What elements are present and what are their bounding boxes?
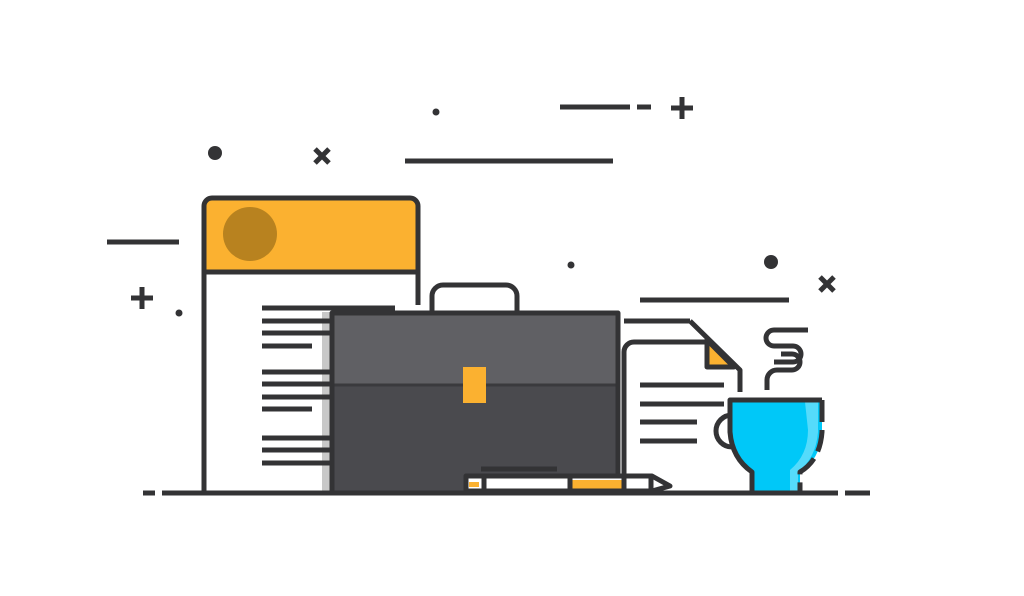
- decorations: [107, 97, 836, 317]
- steam: [763, 327, 808, 390]
- dot-icon: [175, 309, 183, 317]
- dot-icon: [432, 108, 440, 116]
- briefcase-icon: [329, 282, 621, 496]
- plus-icon: [671, 97, 693, 119]
- dot-icon: [764, 255, 778, 269]
- cross-icon: [818, 275, 836, 293]
- coffee-mug-icon: [713, 397, 825, 491]
- plus-icon: [131, 287, 153, 309]
- clasp: [463, 367, 486, 403]
- document-icon: [621, 318, 743, 490]
- dot-icon: [567, 261, 575, 269]
- dot-icon: [208, 146, 222, 160]
- cross-icon: [313, 147, 331, 165]
